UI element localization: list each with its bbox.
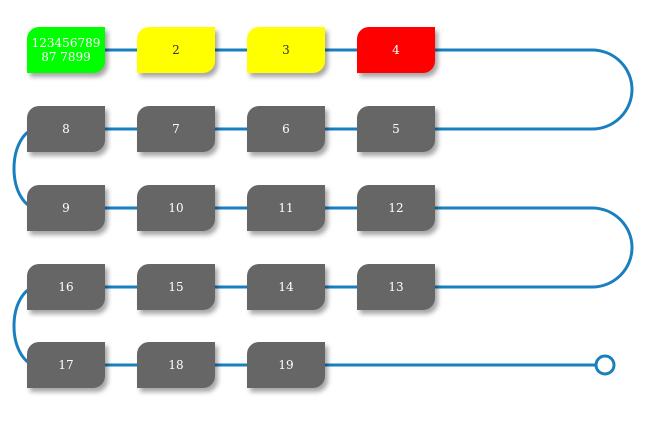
flow-node-13[interactable]: 13 (357, 264, 435, 310)
flow-node-10[interactable]: 10 (137, 185, 215, 231)
flow-node-18[interactable]: 18 (137, 342, 215, 388)
flow-node-3[interactable]: 3 (247, 27, 325, 73)
flow-node-19[interactable]: 19 (247, 342, 325, 388)
flow-node-8[interactable]: 8 (27, 106, 105, 152)
flow-node-5[interactable]: 5 (357, 106, 435, 152)
flow-node-6[interactable]: 6 (247, 106, 325, 152)
flow-node-12[interactable]: 12 (357, 185, 435, 231)
flow-node-4[interactable]: 4 (357, 27, 435, 73)
end-circle-marker (594, 354, 616, 376)
flow-node-14[interactable]: 14 (247, 264, 325, 310)
flow-node-1[interactable]: 12345678987 7899 (27, 27, 105, 73)
flow-node-9[interactable]: 9 (27, 185, 105, 231)
flow-node-15[interactable]: 15 (137, 264, 215, 310)
flow-node-7[interactable]: 7 (137, 106, 215, 152)
flow-node-16[interactable]: 16 (27, 264, 105, 310)
flow-node-2[interactable]: 2 (137, 27, 215, 73)
flow-node-17[interactable]: 17 (27, 342, 105, 388)
flow-node-11[interactable]: 11 (247, 185, 325, 231)
